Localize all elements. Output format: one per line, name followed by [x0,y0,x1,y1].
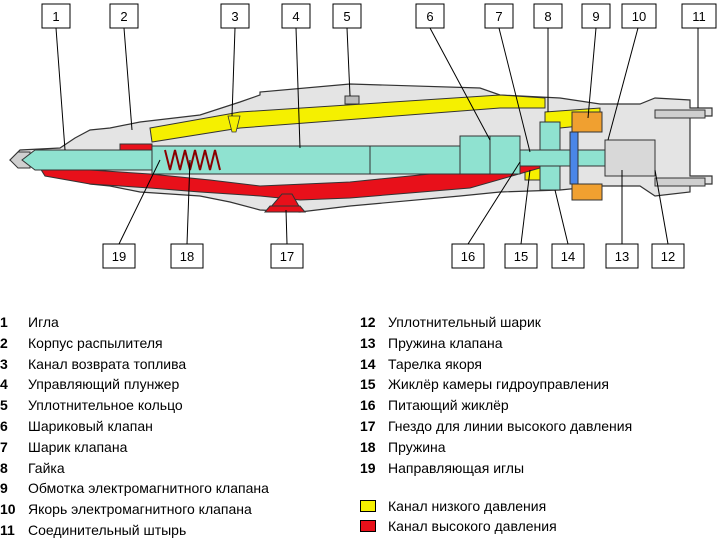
needle [21,149,156,171]
low-pressure-return-channel [149,94,546,143]
solenoid-coil [571,111,603,133]
callout-11: 11 [681,3,717,29]
svg-text:19: 19 [112,249,126,264]
low-pressure-port [227,115,241,133]
svg-text:13: 13 [615,249,629,264]
callout-13: 13 [605,243,639,269]
svg-text:14: 14 [561,249,575,264]
svg-text:2: 2 [120,9,127,24]
svg-text:8: 8 [544,9,551,24]
callout-14: 14 [551,243,585,269]
svg-text:3: 3 [231,9,238,24]
callout-17: 17 [270,243,304,269]
connector-pin [654,177,706,187]
svg-text:15: 15 [514,249,528,264]
svg-text:5: 5 [343,9,350,24]
key-high-pressure-label: Канал высокого давления [388,518,557,534]
callout-19: 19 [102,243,136,269]
spring [164,149,221,171]
svg-text:10: 10 [632,9,646,24]
svg-text:1: 1 [52,9,59,24]
callout-4: 4 [281,3,311,29]
svg-text:9: 9 [592,9,599,24]
injector-cross-section-diagram: 1 2 3 4 5 6 7 8 9 10 11 19 18 17 16 15 1… [9,3,717,269]
key-low-pressure-label: Канал низкого давления [388,498,547,514]
svg-text:7: 7 [495,9,502,24]
svg-text:11: 11 [692,9,706,24]
callout-2: 2 [109,3,139,29]
key-high-pressure: Канал высокого давления [360,518,557,534]
solenoid-coil [571,183,603,201]
armature-plate [569,131,579,185]
key-low-pressure: Канал низкого давления [360,498,546,514]
svg-text:18: 18 [180,249,194,264]
callout-8: 8 [533,3,563,29]
callout-3: 3 [220,3,250,29]
callout-10: 10 [621,3,657,29]
solenoid-core [604,139,656,177]
high-pressure-swatch [360,520,376,532]
svg-text:17: 17 [280,249,294,264]
high-pressure-inlet-bevel [263,205,307,213]
connector-pin [654,109,706,119]
callout-15: 15 [504,243,538,269]
svg-text:6: 6 [426,9,433,24]
callout-1: 1 [41,3,71,29]
control-plunger [151,145,493,175]
callout-16: 16 [451,243,485,269]
callout-18: 18 [170,243,204,269]
callout-12: 12 [651,243,685,269]
seal-ring-notch [344,95,360,105]
svg-text:12: 12 [661,249,675,264]
svg-text:16: 16 [461,249,475,264]
svg-text:4: 4 [292,9,299,24]
callout-6: 6 [415,3,445,29]
leader-lines [55,27,699,245]
callout-5: 5 [332,3,362,29]
low-pressure-swatch [360,500,376,512]
callout-9: 9 [581,3,611,29]
callout-7: 7 [484,3,514,29]
